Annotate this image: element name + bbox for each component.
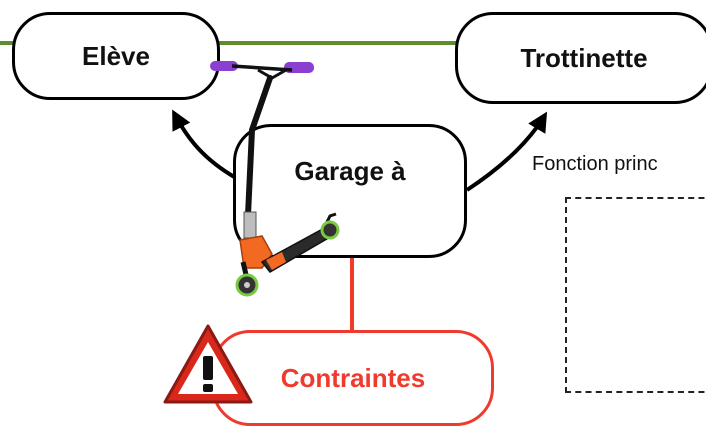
arrow-to-eleve bbox=[172, 109, 238, 180]
fonction-principale-box bbox=[565, 197, 706, 393]
node-contraintes-label: Contraintes bbox=[280, 362, 426, 393]
scooter-icon bbox=[210, 61, 340, 297]
node-eleve: Elève bbox=[12, 12, 220, 100]
node-eleve-label: Elève bbox=[82, 40, 150, 71]
arrow-to-trottinette bbox=[465, 111, 548, 192]
node-garage-label: Garage à bbox=[294, 156, 406, 186]
node-garage: Garage à bbox=[233, 124, 467, 258]
node-trottinette: Trottinette bbox=[455, 12, 706, 104]
warning-icon bbox=[163, 324, 253, 404]
node-contraintes: Contraintes bbox=[212, 330, 494, 426]
fonction-principale-label: Fonction princ bbox=[532, 153, 658, 175]
node-trottinette-label: Trottinette bbox=[520, 42, 648, 73]
